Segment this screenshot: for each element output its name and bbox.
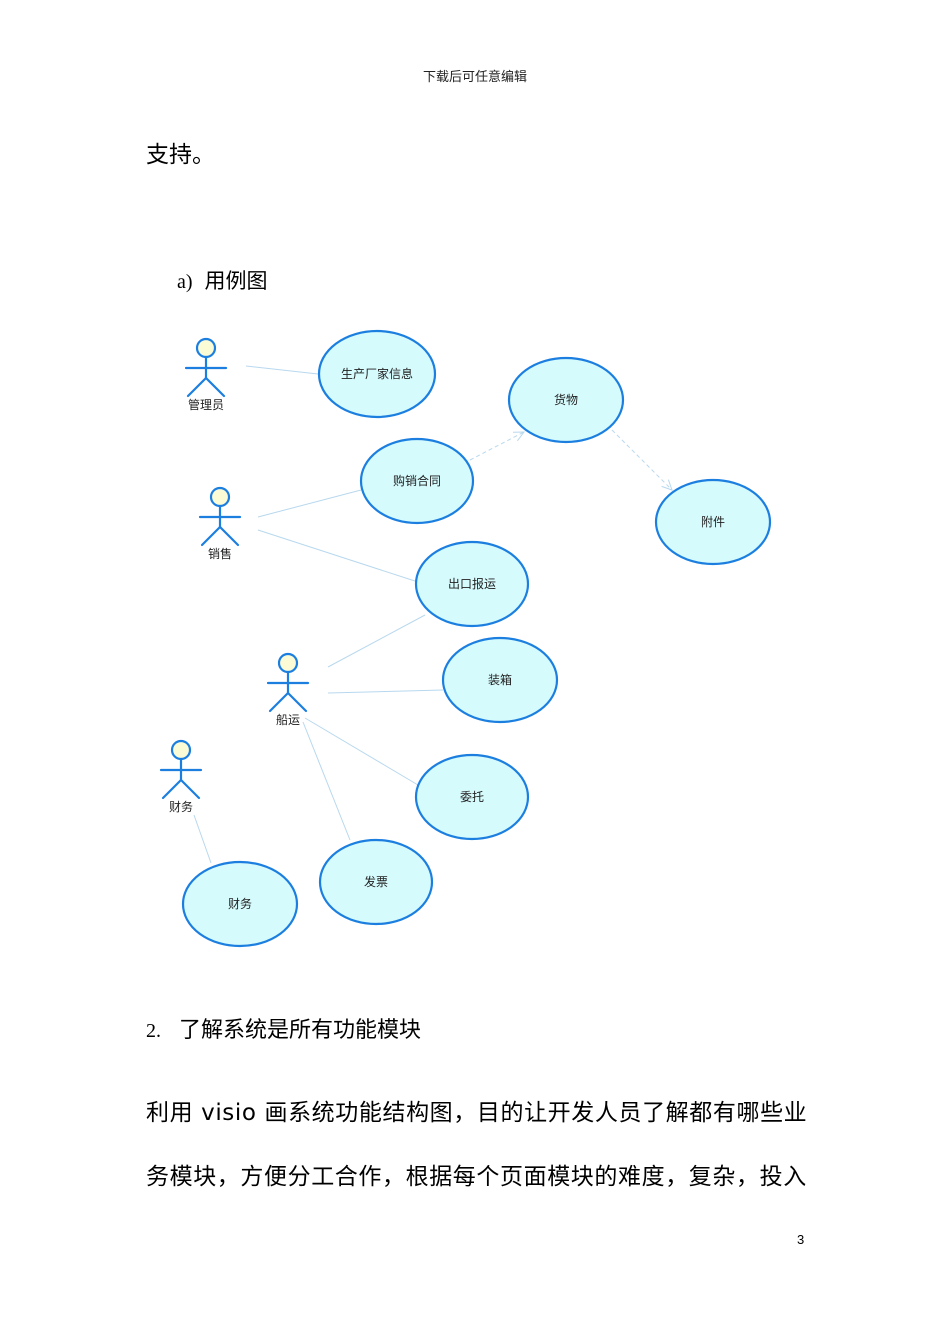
actor-admin: 管理员 [184,337,228,412]
association-sales-export [257,529,419,583]
actor-label: 财务 [169,799,193,814]
actor-label: 管理员 [188,397,224,412]
use-case-invoice: 发票 [318,838,434,926]
use-case-finance_uc: 财务 [181,860,299,948]
use-case-label: 附件 [701,515,725,529]
page-header: 下载后可任意编辑 [422,70,527,85]
use-case-label: 发票 [364,874,388,889]
use-case-label: 货物 [554,392,578,407]
use-case-goods: 货物 [507,356,625,444]
association-finance-finance_uc [193,814,212,864]
association-admin-factory [245,365,319,375]
dependency-goods-attachment [611,429,673,491]
continuation-text: 支持。 [146,142,215,168]
association-shipping-export [327,614,426,668]
use-case-factory: 生产厂家信息 [317,329,437,419]
actor-sales: 销售 [198,486,242,561]
actor-label: 船运 [276,713,300,727]
use-case-packing: 装箱 [441,636,559,724]
dependency-arrowhead-goods-attachment [661,479,673,491]
use-case-label: 出口报运 [448,576,496,591]
association-lines [193,365,673,864]
dependency-arrowhead-contract-goods [512,431,526,442]
use-case-label: 财务 [228,896,252,911]
section-a-title: 用例图 [204,269,268,293]
actor-label: 销售 [208,546,232,561]
page-number: 3 [797,1232,805,1247]
actor-shipping: 船运 [266,652,310,727]
section-a-number: a) [177,271,193,293]
dependency-contract-goods [469,431,525,461]
association-shipping-invoice [302,721,351,841]
use-case-contract: 购销合同 [359,437,475,525]
association-sales-contract [257,489,362,518]
use-case-label: 委托 [460,790,484,804]
use-case-label: 装箱 [488,672,512,687]
use-case-export: 出口报运 [414,540,530,628]
association-shipping-packing [327,689,444,694]
section-a-heading: a) 用例图 [177,265,268,295]
use-case-attachment: 附件 [654,478,772,566]
actor-finance: 财务 [159,739,203,814]
section-2-title: 了解系统是所有功能模块 [179,1018,422,1043]
section-2-number: 2. [146,1020,161,1042]
paragraph-line-1: 利用 visio 画系统功能结构图，目的让开发人员了解都有哪些业 [146,1100,808,1126]
use-case-label: 购销合同 [393,473,441,488]
use-case-entrust: 委托 [414,753,530,841]
section-2-heading: 2. 了解系统是所有功能模块 [146,1012,421,1044]
association-shipping-entrust [304,717,419,786]
paragraph-line-2: 务模块，方便分工合作，根据每个页面模块的难度，复杂，投入 [146,1164,807,1190]
use-case-label: 生产厂家信息 [341,366,413,381]
